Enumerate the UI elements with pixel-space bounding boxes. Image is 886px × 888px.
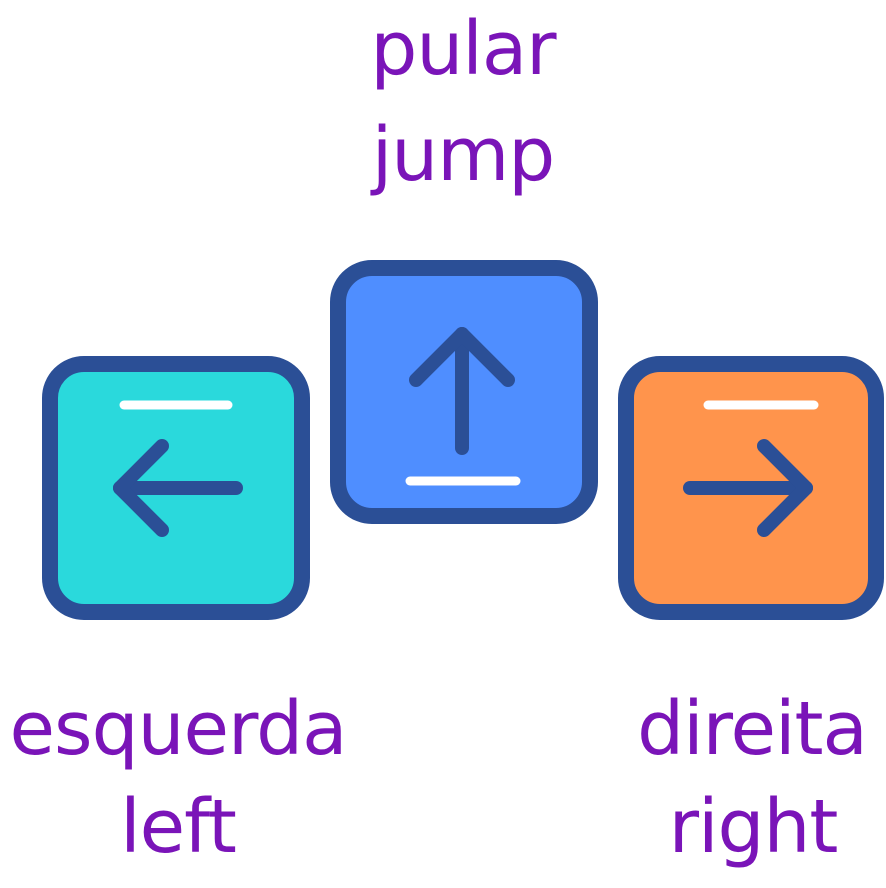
- jump-label-en: jump: [371, 112, 556, 198]
- up-arrow-key: [330, 260, 598, 524]
- left-label-pt: esquerda: [9, 686, 348, 772]
- right-label-pt: direita: [637, 686, 868, 772]
- left-arrow-key: [42, 356, 310, 620]
- arrow-up-icon: [409, 327, 515, 455]
- right-arrow-key: [618, 356, 884, 620]
- jump-label-pt: pular: [370, 6, 556, 92]
- arrow-right-icon: [683, 439, 813, 537]
- left-label-en: left: [120, 784, 237, 870]
- arrow-left-icon: [113, 439, 243, 537]
- right-label-en: right: [668, 784, 839, 870]
